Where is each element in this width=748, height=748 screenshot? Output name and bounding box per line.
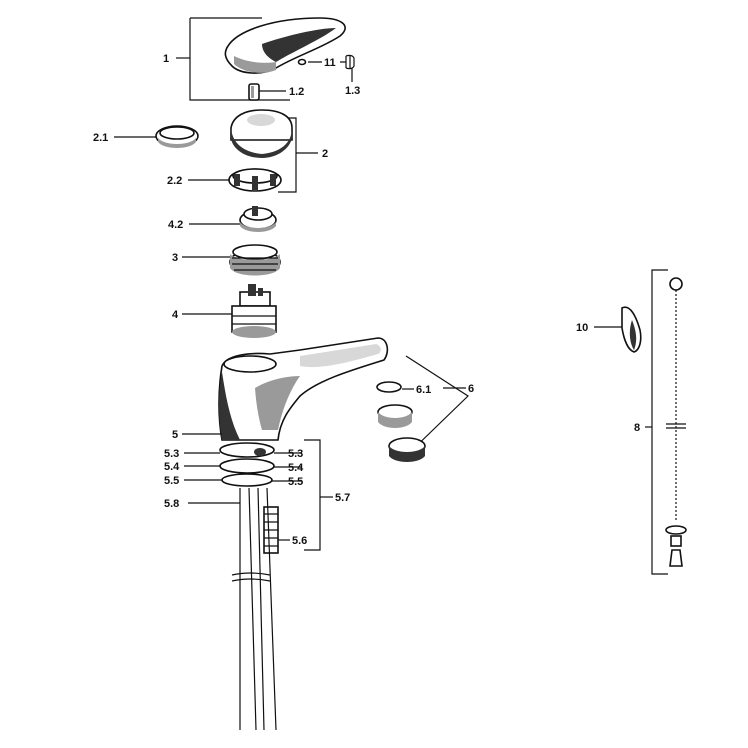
label-10: 10 [576,322,588,334]
part-5-4-ring [219,458,275,474]
part-10-knob [621,306,642,353]
part-5-8-supply-hoses [231,487,277,731]
leader-lines [114,57,652,551]
label-5-4-right: 5.4 [288,462,304,474]
label-6: 6 [468,383,474,395]
part-1-2-insert [248,83,260,101]
label-5-8: 5.8 [164,498,179,510]
label-11: 11 [324,57,336,69]
label-5-5-right: 5.5 [288,476,303,488]
part-2-1-ring [155,125,199,148]
part-11-screw [297,58,307,66]
label-4: 4 [172,309,179,321]
label-2-2: 2.2 [167,175,182,187]
part-4-2-collar [239,206,277,232]
part-3-threaded-ring [229,244,281,276]
part-5-3-ring [219,442,275,458]
part-5-faucet-body [218,337,389,441]
label-5-6: 5.6 [292,535,307,547]
label-5-5-left: 5.5 [164,475,179,487]
label-2: 2 [322,148,328,160]
part-1-lever-handle [189,17,346,101]
part-6-aerator-group [376,355,469,462]
label-8: 8 [634,422,640,434]
part-1-3-hex-key [345,54,355,70]
part-4-cartridge [231,284,277,338]
part-5-5-ring [221,473,273,487]
part-5-6-stud [263,506,279,554]
label-5-7: 5.7 [335,492,350,504]
label-5-4-left: 5.4 [164,461,180,473]
label-2-1: 2.1 [93,132,108,144]
label-3: 3 [172,252,178,264]
part-2-2-nut [228,168,282,192]
label-1-2: 1.2 [289,86,304,98]
label-5-3-right: 5.3 [288,448,303,460]
label-5: 5 [172,429,178,441]
label-4-2: 4.2 [168,219,183,231]
label-1-3: 1.3 [345,85,360,97]
callout-labels: 1 11 1.3 1.2 2.1 2 2.2 4.2 3 4 10 6.1 6 … [93,53,640,547]
part-2-cap-group [230,109,297,193]
label-1: 1 [163,53,169,65]
part-8-chain-assembly [651,269,687,575]
label-5-3-left: 5.3 [164,448,179,460]
label-6-1: 6.1 [416,384,431,396]
